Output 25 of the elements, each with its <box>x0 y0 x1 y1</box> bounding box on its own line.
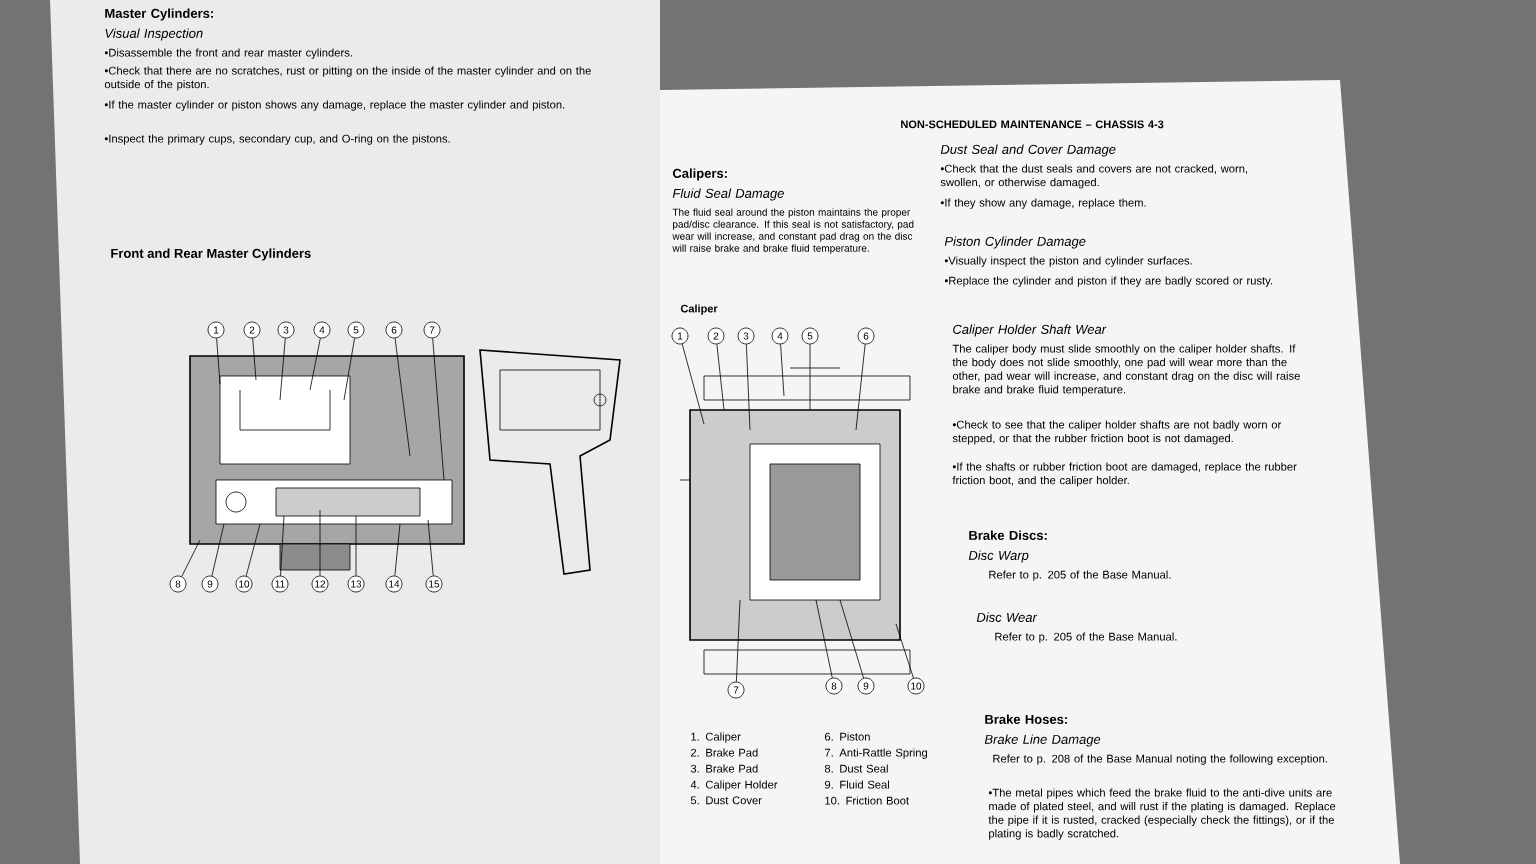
leader-line <box>427 519 434 577</box>
leader-line <box>681 343 705 425</box>
leader-line <box>309 337 321 391</box>
leader-line <box>394 523 401 577</box>
leader-line <box>252 337 257 381</box>
leader-line <box>245 523 261 577</box>
leader-line <box>280 515 285 576</box>
leader-line <box>839 599 864 679</box>
leader-line <box>355 515 357 576</box>
leader-line <box>279 337 286 401</box>
leader-line <box>716 343 725 411</box>
leader-line <box>736 599 741 682</box>
leader-line <box>181 539 201 577</box>
leader-line <box>745 344 751 431</box>
leader-line <box>216 338 221 385</box>
leader-line <box>319 509 321 576</box>
leader-line <box>432 337 445 481</box>
leader-line <box>809 344 811 411</box>
leader-line <box>855 343 866 431</box>
leader-line <box>394 337 411 457</box>
leader-line <box>895 623 914 679</box>
leader-line <box>780 344 785 397</box>
leader-line <box>211 523 225 577</box>
leader-line <box>343 337 355 401</box>
leader-line <box>815 599 833 679</box>
